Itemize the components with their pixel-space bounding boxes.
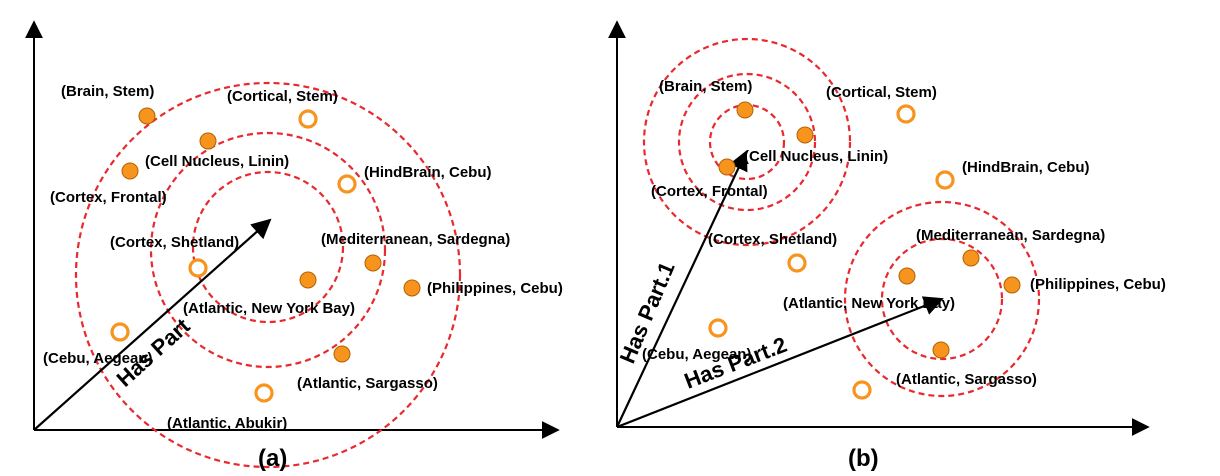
- point-b-philippines-cebu: [1003, 276, 1021, 294]
- point-atlantic-sargasso: [333, 345, 351, 363]
- caption-b: (b): [848, 445, 879, 472]
- point-b-cortex-shetland: [787, 253, 807, 273]
- point-atlantic-new-york-bay: [299, 271, 317, 289]
- panel-b-cluster1-outer-ring: [642, 37, 852, 247]
- point-cebu-aegean: [110, 322, 130, 342]
- label-b-cell-nucleus-linin: (Cell Nucleus, Linin): [744, 148, 888, 165]
- panel-a-outer-ring: [74, 81, 462, 469]
- label-b-cortical-stem: (Cortical, Stem): [826, 84, 937, 101]
- panel-b-cluster2-inner-ring: [880, 237, 1004, 361]
- label-cell-nucleus-linin: (Cell Nucleus, Linin): [145, 153, 289, 170]
- label-cebu-aegean: (Cebu, Aegean): [43, 350, 152, 367]
- point-hindbrain-cebu: [337, 174, 357, 194]
- label-hindbrain-cebu: (HindBrain, Cebu): [364, 164, 492, 181]
- label-b-brain-stem: (Brain, Stem): [659, 78, 752, 95]
- panel-b-cluster2-outer-ring: [843, 200, 1041, 398]
- point-b-atlantic-sargasso: [932, 341, 950, 359]
- label-b-cortex-shetland: (Cortex, Shetland): [708, 231, 837, 248]
- panel-b-has-part-2-vector: [616, 296, 944, 429]
- label-b-atlantic-sargasso: (Atlantic, Sargasso): [896, 371, 1037, 388]
- point-b-cortical-stem: [896, 104, 916, 124]
- label-mediterranean-sardegna: (Mediterranean, Sardegna): [321, 231, 510, 248]
- point-b-cortex-frontal: [718, 158, 736, 176]
- label-b-mediterranean-sardegna: (Mediterranean, Sardegna): [916, 227, 1105, 244]
- point-philippines-cebu: [403, 279, 421, 297]
- label-atlantic-sargasso: (Atlantic, Sargasso): [297, 375, 438, 392]
- panel-b: (Brain, Stem) (Cortical, Stem) (Cell Nuc…: [608, 20, 1166, 472]
- point-cell-nucleus-linin: [199, 132, 217, 150]
- panel-a: (Brain, Stem) (Cortical, Stem) (Cell Nuc…: [25, 20, 563, 472]
- label-b-philippines-cebu: (Philippines, Cebu): [1030, 276, 1166, 293]
- label-b-cebu-aegean: (Cebu, Aegean): [642, 346, 751, 363]
- point-brain-stem: [138, 107, 156, 125]
- label-cortex-shetland: (Cortex, Shetland): [110, 234, 239, 251]
- panel-a-inner-ring: [191, 170, 345, 324]
- label-atlantic-new-york-bay: (Atlantic, New York Bay): [183, 300, 355, 317]
- point-cortical-stem: [298, 109, 318, 129]
- point-cortex-frontal: [121, 162, 139, 180]
- point-atlantic-abukir: [254, 383, 274, 403]
- point-cortex-shetland: [188, 258, 208, 278]
- caption-a: (a): [258, 445, 287, 472]
- panel-b-cluster1-middle-ring: [677, 72, 817, 212]
- label-philippines-cebu: (Philippines, Cebu): [427, 280, 563, 297]
- panel-a-has-part-vector: [33, 218, 272, 431]
- point-b-cebu-aegean: [708, 318, 728, 338]
- panel-b-has-part-1-vector: [616, 150, 748, 428]
- label-cortical-stem: (Cortical, Stem): [227, 88, 338, 105]
- label-b-hindbrain-cebu: (HindBrain, Cebu): [962, 159, 1090, 176]
- label-b-cortex-frontal: (Cortex, Frontal): [651, 183, 768, 200]
- label-b-atlantic-new-york-bay: (Atlantic, New York Bay): [783, 295, 955, 312]
- point-b-cell-nucleus-linin: [796, 126, 814, 144]
- panel-a-middle-ring: [149, 131, 387, 369]
- point-b-atlantic-new-york-bay: [898, 267, 916, 285]
- label-brain-stem: (Brain, Stem): [61, 83, 154, 100]
- point-b-hindbrain-cebu: [935, 170, 955, 190]
- point-b-mediterranean-sardegna: [962, 249, 980, 267]
- point-b-brain-stem: [736, 101, 754, 119]
- point-mediterranean-sardegna: [364, 254, 382, 272]
- label-atlantic-abukir: (Atlantic, Abukir): [167, 415, 287, 432]
- label-cortex-frontal: (Cortex, Frontal): [50, 189, 167, 206]
- point-b-unlabeled: [852, 380, 872, 400]
